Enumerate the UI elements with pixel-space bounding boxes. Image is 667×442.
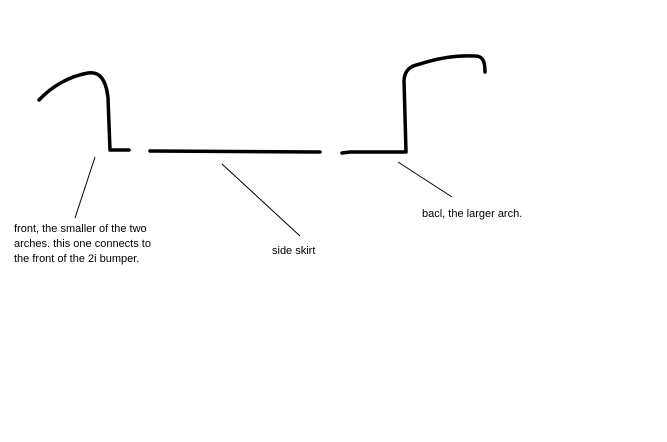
back-leader-line	[397, 161, 453, 198]
side-skirt-stroke	[148, 149, 322, 154]
back-arch-label: bacl, the larger arch.	[422, 208, 523, 220]
side-leader-line	[221, 163, 301, 237]
back-arch-stroke	[340, 54, 487, 155]
side-skirt-label: side skirt	[272, 245, 316, 257]
front-leader-line	[74, 156, 96, 219]
front-arch-stroke	[37, 71, 131, 152]
front-arch-label: front, the smaller of the two arches. th…	[14, 223, 151, 265]
